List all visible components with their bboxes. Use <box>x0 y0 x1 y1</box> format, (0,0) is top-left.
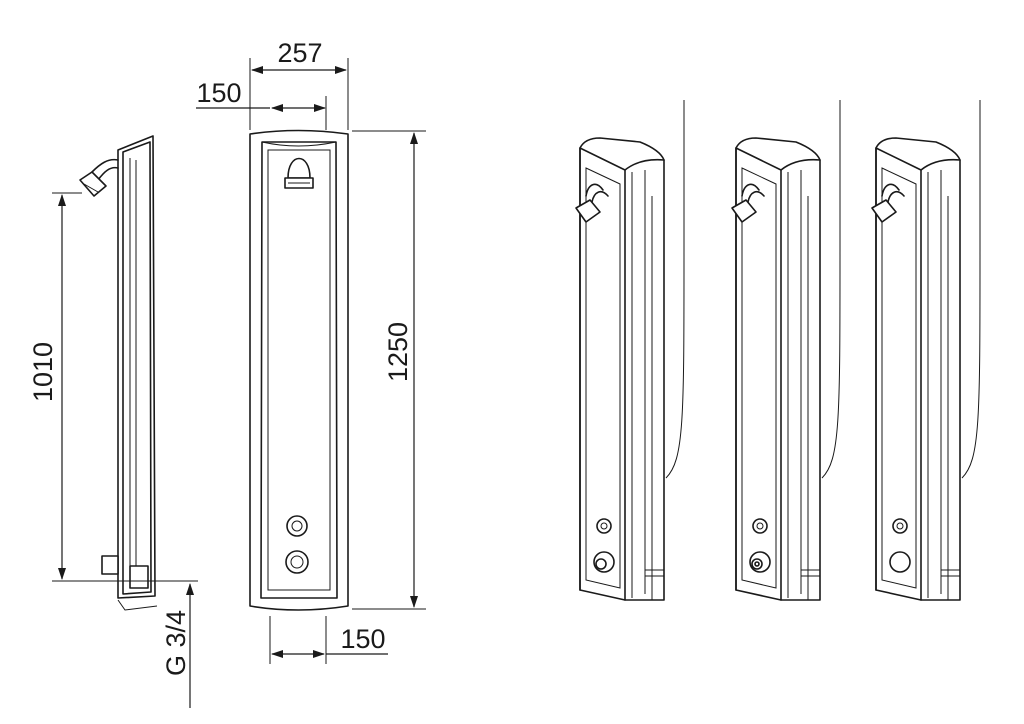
dimension-bottom-offset: 150 <box>269 616 388 664</box>
head-offset-label: 150 <box>196 78 241 108</box>
dimension-outlet-height-label: 1010 <box>28 342 58 402</box>
selector-dial-icon <box>752 518 768 534</box>
dimension-head-offset: 150 <box>196 78 327 130</box>
variant-panels <box>575 100 981 601</box>
shower-head-icon <box>284 157 314 189</box>
dimension-total-width: 257 <box>249 38 349 130</box>
dimension-outlet-height: 1010 <box>28 192 198 582</box>
shower-arm-icon <box>575 183 609 223</box>
total-width-label: 257 <box>277 38 322 68</box>
hose-cable <box>665 100 685 479</box>
hose-cable <box>821 100 841 479</box>
connection-thread-label: G 3/4 <box>161 610 191 676</box>
selector-dial-icon <box>596 518 612 534</box>
panel-height-label: 1250 <box>383 322 413 382</box>
selector-dial-icon <box>892 518 908 534</box>
dimension-connection-thread: G 3/4 <box>161 583 194 708</box>
push-button-icon <box>285 550 309 574</box>
side-view <box>79 135 158 611</box>
hose-cable <box>961 100 981 479</box>
connection-fitting-icon <box>101 555 158 611</box>
shower-arm-icon <box>871 183 905 223</box>
push-button-icon <box>593 551 615 573</box>
selector-dial-icon <box>286 515 308 537</box>
push-button-icon <box>889 551 911 573</box>
shower-arm-icon <box>79 158 119 197</box>
bottom-offset-label: 150 <box>340 624 385 654</box>
dimension-panel-height: 1250 <box>352 130 426 610</box>
variant-panel-1 <box>575 100 685 601</box>
variant-panel-3 <box>871 100 981 601</box>
front-view <box>249 129 349 611</box>
push-button-icon <box>749 551 771 573</box>
shower-arm-icon <box>731 183 765 223</box>
variant-panel-2 <box>731 100 841 601</box>
